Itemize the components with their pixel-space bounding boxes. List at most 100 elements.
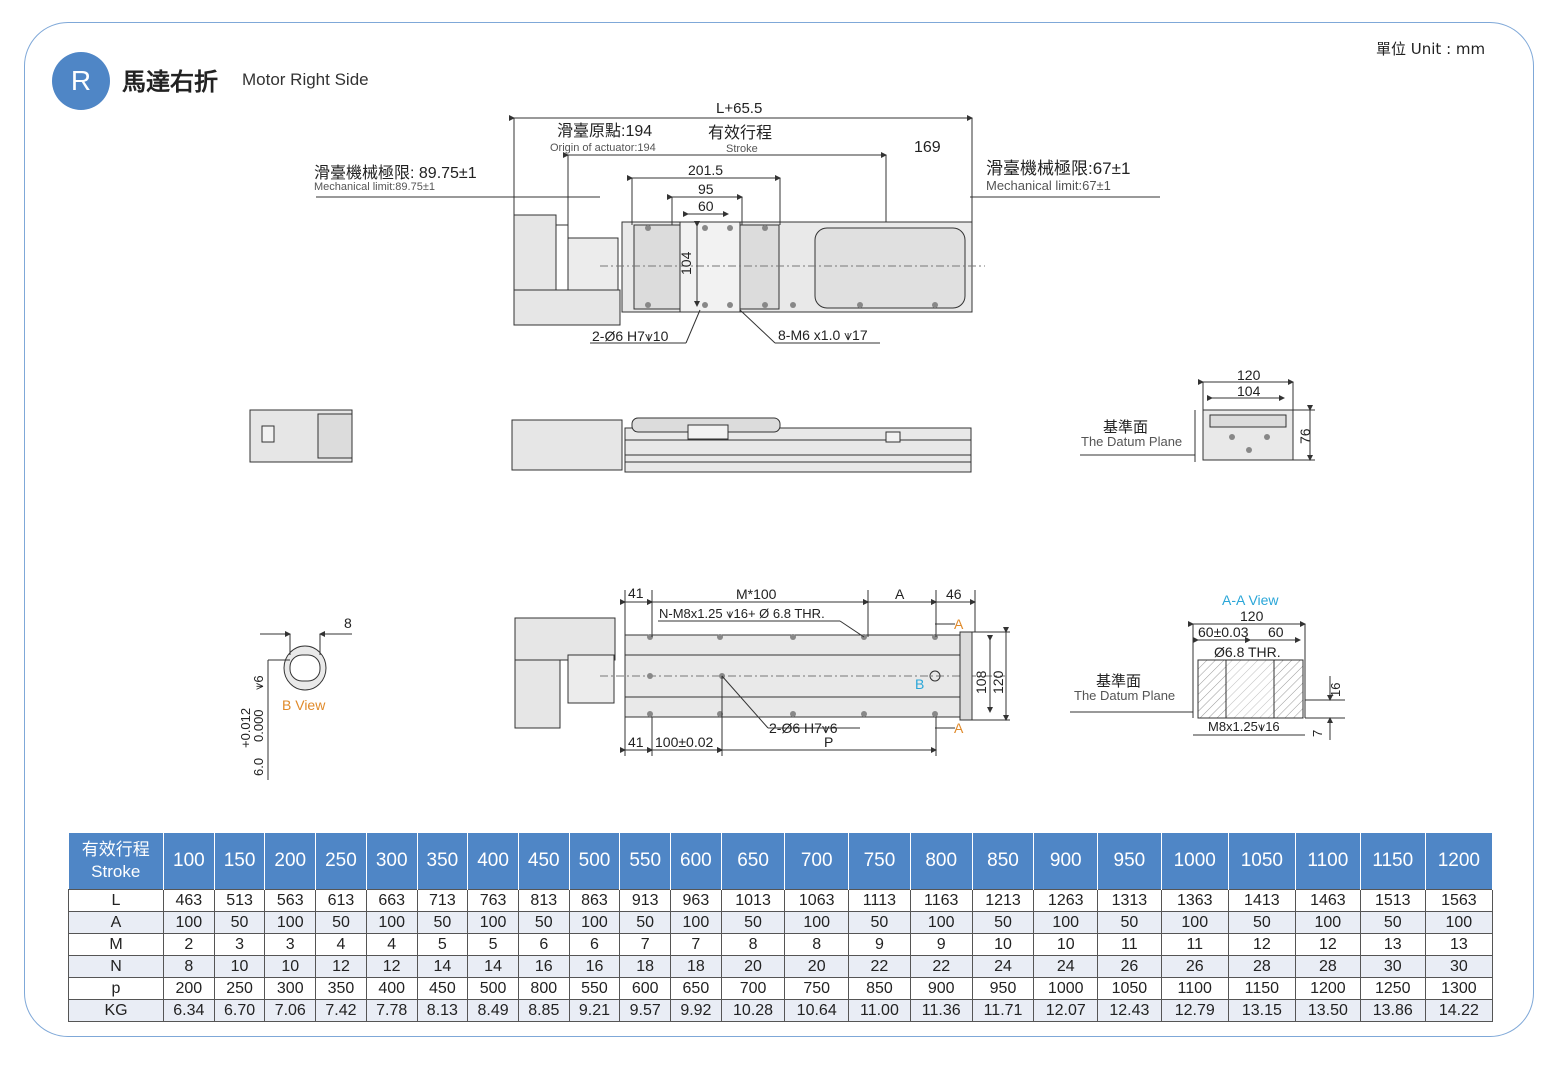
table-cell: 11: [1160, 933, 1229, 956]
table-cell: 813: [517, 889, 570, 912]
table-cell: 1013: [720, 889, 786, 912]
b-view-tol-lower: 0.000: [251, 709, 266, 742]
table-cell: 13.15: [1227, 999, 1296, 1022]
table-cell: 20: [720, 955, 786, 978]
table-cell: 8: [720, 933, 786, 956]
dim-60: 60: [698, 198, 714, 214]
aa-datum-zh: 基準面: [1096, 673, 1141, 690]
aa-dim-120: 120: [1240, 608, 1264, 624]
table-header-stroke: 350: [417, 833, 469, 890]
table-cell: 613: [315, 889, 367, 912]
table-cell: 650: [670, 977, 722, 1000]
table-cell: 600: [619, 977, 672, 1000]
dim-95: 95: [698, 181, 714, 197]
motor-mount: [513, 289, 621, 326]
table-header-stroke: 450: [518, 833, 570, 890]
table-cell: 24: [971, 955, 1035, 978]
table-header-stroke: 900: [1033, 833, 1099, 890]
table-cell: 50: [619, 911, 672, 934]
mech-limit-right-zh: 滑臺機械極限:67±1: [986, 159, 1130, 178]
page-frame: [24, 22, 1534, 1037]
datum-label-zh: 基準面: [1103, 419, 1148, 436]
table-cell: 850: [848, 977, 911, 1000]
view-b-marker: B: [915, 676, 924, 692]
table-header-stroke: 600: [670, 833, 722, 890]
dim-201-5: 201.5: [688, 162, 723, 178]
table-cell: 10: [1033, 933, 1099, 956]
table-cell: 6: [517, 933, 570, 956]
table-cell: 50: [213, 911, 266, 934]
table-cell: 100: [568, 911, 621, 934]
table-cell: 100: [1160, 911, 1229, 934]
bottom-pin-note: 2-Ø6 H7⩛6: [769, 720, 838, 736]
table-cell: 12: [1294, 933, 1361, 956]
table-cell: 50: [416, 911, 469, 934]
stroke-label-zh: 有效行程: [708, 124, 772, 142]
table-cell: 7.78: [365, 999, 418, 1022]
table-cell: 10: [971, 933, 1035, 956]
table-cell: 763: [467, 889, 519, 912]
table-cell: 8: [163, 955, 215, 978]
table-cell: 30: [1359, 955, 1426, 978]
table-cell: 26: [1097, 955, 1162, 978]
b-view-label: B View: [282, 697, 326, 713]
table-cell: 6: [568, 933, 621, 956]
table-cell: 14: [467, 955, 519, 978]
section-a-bottom: A: [954, 720, 964, 736]
table-cell: 4: [315, 933, 367, 956]
table-cell: 11: [1097, 933, 1162, 956]
table-cell: 30: [1424, 955, 1494, 978]
table-cell: 963: [670, 889, 722, 912]
table-cell: 4: [365, 933, 418, 956]
table-cell: 450: [416, 977, 469, 1000]
table-header-stroke: 1100: [1295, 833, 1361, 890]
table-header-stroke: 800: [910, 833, 973, 890]
table-cell: 100: [670, 911, 722, 934]
end-dim-76: 76: [1297, 428, 1313, 444]
table-row-label: M: [68, 933, 164, 956]
table-cell: 1000: [1033, 977, 1099, 1000]
table-cell: 7: [670, 933, 722, 956]
table-cell: 16: [517, 955, 570, 978]
table-header-stroke: 1000: [1161, 833, 1229, 890]
table-cell: 100: [784, 911, 850, 934]
table-header-stroke: 750: [848, 833, 911, 890]
table-header-stroke: 1150: [1360, 833, 1426, 890]
end-view: [1080, 379, 1315, 462]
table-cell: 28: [1294, 955, 1361, 978]
table-header-stroke: 100: [163, 833, 215, 890]
side-view: [249, 409, 972, 473]
bottom-dim-100: 100±0.02: [655, 734, 714, 750]
table-cell: 12: [1227, 933, 1296, 956]
table-header-stroke: 150: [214, 833, 266, 890]
table-cell: 800: [517, 977, 570, 1000]
page-title: 馬達右折: [122, 68, 218, 96]
table-cell: 22: [909, 955, 973, 978]
table-cell: 513: [213, 889, 266, 912]
table-cell: 6.70: [213, 999, 266, 1022]
table-cell: 8.13: [416, 999, 469, 1022]
table-cell: 9: [909, 933, 973, 956]
table-cell: 8.85: [517, 999, 570, 1022]
table-header-stroke: 500: [569, 833, 621, 890]
table-row-label: p: [68, 977, 164, 1000]
table-cell: 463: [163, 889, 215, 912]
table-cell: 18: [670, 955, 722, 978]
aa-view: [1070, 621, 1345, 740]
table-row-label: L: [68, 889, 164, 912]
table-cell: 50: [1359, 911, 1426, 934]
table-cell: 5: [416, 933, 469, 956]
table-header-zh: 有效行程: [81, 840, 150, 859]
table-cell: 14: [416, 955, 469, 978]
table-cell: 24: [1033, 955, 1099, 978]
b-view-diameter: 6.0: [251, 758, 266, 776]
bottom-dim-41-bottom: 41: [628, 734, 644, 750]
table-cell: 900: [909, 977, 973, 1000]
thread-hole-note: 8-M6 x1.0 ⩛17: [778, 327, 868, 343]
table-cell: 300: [264, 977, 317, 1000]
section-badge: R: [52, 52, 110, 110]
table-cell: 28: [1227, 955, 1296, 978]
